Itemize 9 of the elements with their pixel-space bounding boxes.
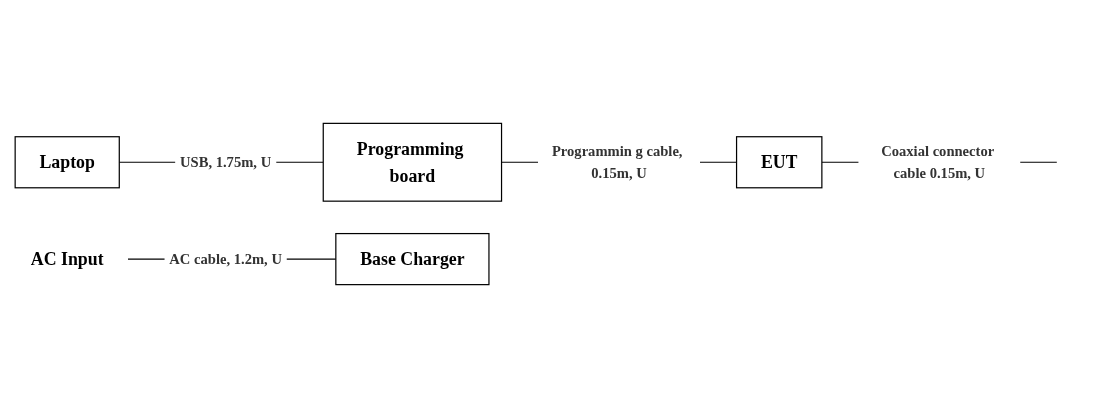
node-box: Laptop bbox=[14, 136, 120, 189]
node-text: AC Input bbox=[30, 248, 104, 270]
edge-label: Coaxial connector cable 0.15m, U bbox=[881, 142, 994, 181]
node-box: EUT bbox=[735, 136, 823, 189]
node-box: Base Charger bbox=[335, 232, 490, 286]
node-box: Programming board bbox=[322, 122, 503, 202]
edge-label: USB, 1.75m, U bbox=[180, 153, 272, 170]
edge-label: AC cable, 1.2m, U bbox=[169, 250, 282, 267]
edge-label: Programmin g cable, 0.15m, U bbox=[551, 142, 683, 181]
